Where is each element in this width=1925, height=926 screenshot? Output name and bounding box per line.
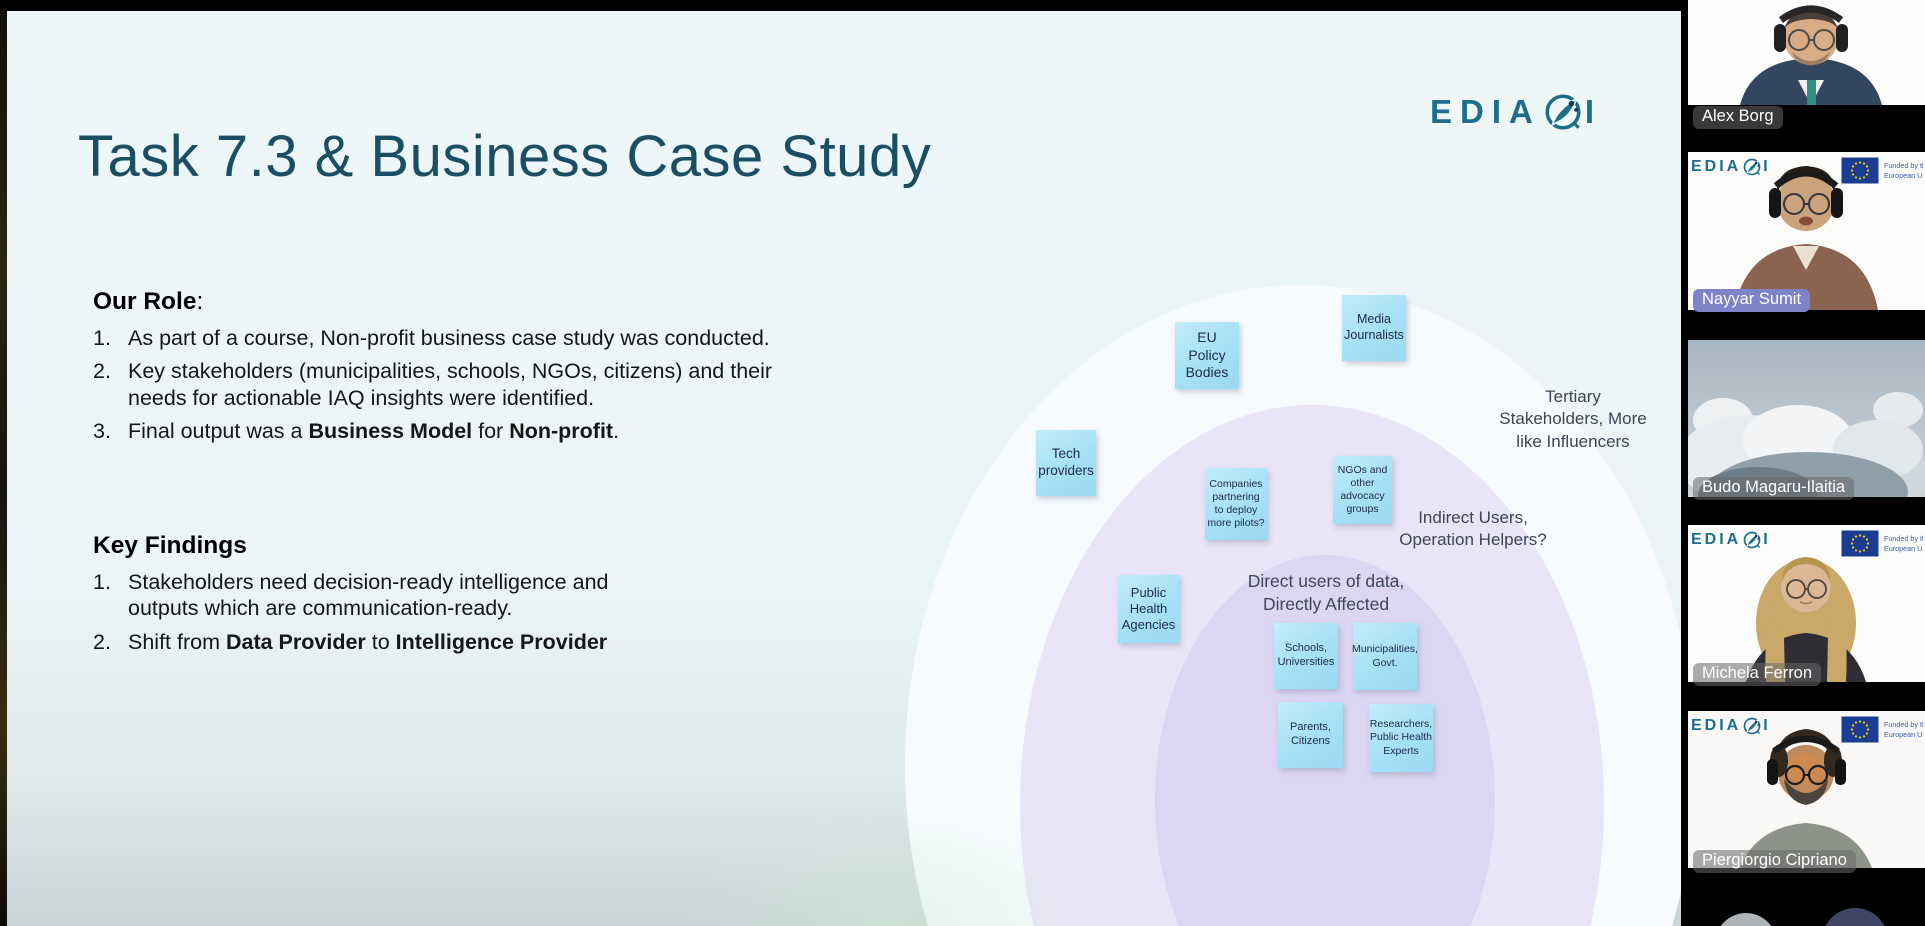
our-role-list: 1. As part of a course, Non-profit busine…	[93, 325, 783, 445]
sticky-note-ngos: NGOs and other advocacy groups	[1333, 456, 1392, 524]
participant-name: Alex Borg	[1693, 106, 1783, 129]
our-role-item: 2. Key stakeholders (municipalities, scho…	[93, 358, 783, 411]
svg-text:European Union: European Union	[1884, 544, 1923, 553]
participant-tile-budo-magaru-ilaitia[interactable]	[1688, 340, 1925, 497]
svg-text:Funded by the: Funded by the	[1884, 534, 1923, 543]
list-text: Stakeholders need decision-ready intelli…	[128, 570, 609, 621]
ediaqi-logo-right: I	[1763, 158, 1771, 175]
sticky-note-municipalities: Municipalities, Govt.	[1352, 623, 1418, 690]
key-findings-section: Key Findings 1. Stakeholders need decisio…	[93, 532, 783, 662]
ediaqi-logo-left: EDIA	[1691, 158, 1742, 175]
key-findings-heading: Key Findings	[93, 532, 247, 559]
webcam-video	[1688, 525, 1925, 682]
webcam-video	[1688, 152, 1925, 310]
sticky-note-public-health: Public Health Agencies	[1118, 575, 1179, 643]
our-role-heading: Our Role:	[93, 288, 204, 315]
participant-tile-michela-ferron[interactable]: EDIA I Funded by the European Union	[1688, 525, 1925, 682]
avatar-partial-navy	[1822, 908, 1888, 926]
slide-title: Task 7.3 & Business Case Study	[78, 124, 932, 189]
ring-label-direct: Direct users of data, Directly Affected	[1247, 571, 1405, 615]
left-video-sliver	[0, 11, 7, 926]
ediaqi-logo-right: I	[1763, 531, 1771, 548]
list-number: 3.	[93, 419, 111, 444]
screen-share-slide: Tertiary Stakeholders, More like Influen…	[7, 11, 1681, 926]
webcam-video	[1688, 0, 1925, 105]
ediaqi-logo: EDIA I	[1691, 157, 1771, 177]
ediaqi-logo-left: EDIA	[1691, 531, 1742, 548]
participant-name: Piergiorgio Cipriano	[1693, 850, 1856, 873]
tile-branding: EDIA I Funded by the European Union	[1691, 716, 1923, 744]
list-number: 2.	[93, 359, 111, 384]
sticky-note-eu-policy: EU Policy Bodies	[1175, 322, 1239, 389]
sticky-note-parents: Parents, Citizens	[1278, 702, 1343, 768]
key-finding-item: 1. Stakeholders need decision-ready intel…	[93, 569, 783, 622]
ediaqi-q-icon	[1743, 717, 1761, 735]
participant-tile-nayyar-sumit[interactable]: EDIA I Funded by the European Union	[1688, 152, 1925, 310]
ring-label-indirect: Indirect Users, Operation Helpers?	[1399, 508, 1547, 550]
svg-text:European Union: European Union	[1884, 730, 1923, 739]
participant-tile-piergiorgio-cipriano[interactable]: EDIA I Funded by the European Union	[1688, 711, 1925, 868]
ediaqi-q-icon	[1743, 158, 1761, 176]
ediaqi-logo-left: EDIA	[1691, 717, 1742, 734]
participants-strip[interactable]: Alex Borg EDIA I Funded by the European …	[1688, 0, 1925, 926]
sticky-note-schools: Schools, Universities	[1274, 623, 1338, 689]
participant-name: Budo Magaru-Ilaitia	[1693, 477, 1855, 500]
participant-name: Nayyar Sumit	[1693, 289, 1811, 312]
ediaqi-logo-right: I	[1584, 93, 1603, 130]
list-number: 1.	[93, 326, 111, 350]
sticky-note-companies: Companies partnering to deploy more pilo…	[1205, 468, 1267, 540]
key-findings-list: 1. Stakeholders need decision-ready intel…	[93, 569, 783, 655]
ediaqi-logo: EDIA I	[1430, 91, 1602, 133]
ediaqi-logo: EDIA I	[1691, 716, 1771, 736]
tile-branding: EDIA I Funded by the European Union	[1691, 530, 1923, 558]
participant-name: Michela Ferron	[1693, 663, 1822, 686]
sticky-note-tech: Tech providers	[1036, 430, 1096, 496]
key-finding-item: 2. Shift from Data Provider to Intelligen…	[93, 629, 783, 655]
our-role-section: Our Role: 1. As part of a course, Non-pro…	[93, 288, 783, 452]
eu-funding-badge: Funded by the European Union	[1841, 716, 1923, 743]
tile-branding: EDIA I Funded by the European Union	[1691, 157, 1923, 185]
sticky-note-researchers: Researchers, Public Health Experts	[1369, 704, 1433, 772]
eu-funding-badge: Funded by the European Union	[1841, 157, 1923, 184]
avatar-partial-gray	[1715, 913, 1777, 926]
ediaqi-logo: EDIA I	[1691, 530, 1771, 550]
ediaqi-q-icon	[1545, 94, 1581, 130]
our-role-item: 1. As part of a course, Non-profit busine…	[93, 325, 783, 351]
svg-text:European Union: European Union	[1884, 171, 1923, 180]
ediaqi-logo-left: EDIA	[1430, 93, 1541, 130]
svg-text:Funded by the: Funded by the	[1884, 720, 1923, 729]
participant-tile-alex-borg[interactable]	[1688, 0, 1925, 105]
list-number: 1.	[93, 570, 111, 594]
eu-funding-badge: Funded by the European Union	[1841, 530, 1923, 557]
ring-label-tertiary: Tertiary Stakeholders, More like Influen…	[1499, 387, 1647, 451]
sticky-note-media: Media Journalists	[1342, 295, 1406, 361]
list-text: Shift from Data Provider to Intelligence…	[128, 629, 608, 654]
ediaqi-q-icon	[1743, 531, 1761, 549]
svg-text:Funded by the: Funded by the	[1884, 161, 1923, 170]
list-text: Final output was a Business Model for No…	[128, 419, 620, 444]
list-text: As part of a course, Non-profit business…	[128, 326, 770, 350]
ediaqi-logo-right: I	[1763, 717, 1771, 734]
our-role-item: 3. Final output was a Business Model for …	[93, 418, 783, 444]
list-text: Key stakeholders (municipalities, school…	[128, 359, 773, 410]
nature-video	[1688, 340, 1925, 497]
list-number: 2.	[93, 629, 111, 654]
